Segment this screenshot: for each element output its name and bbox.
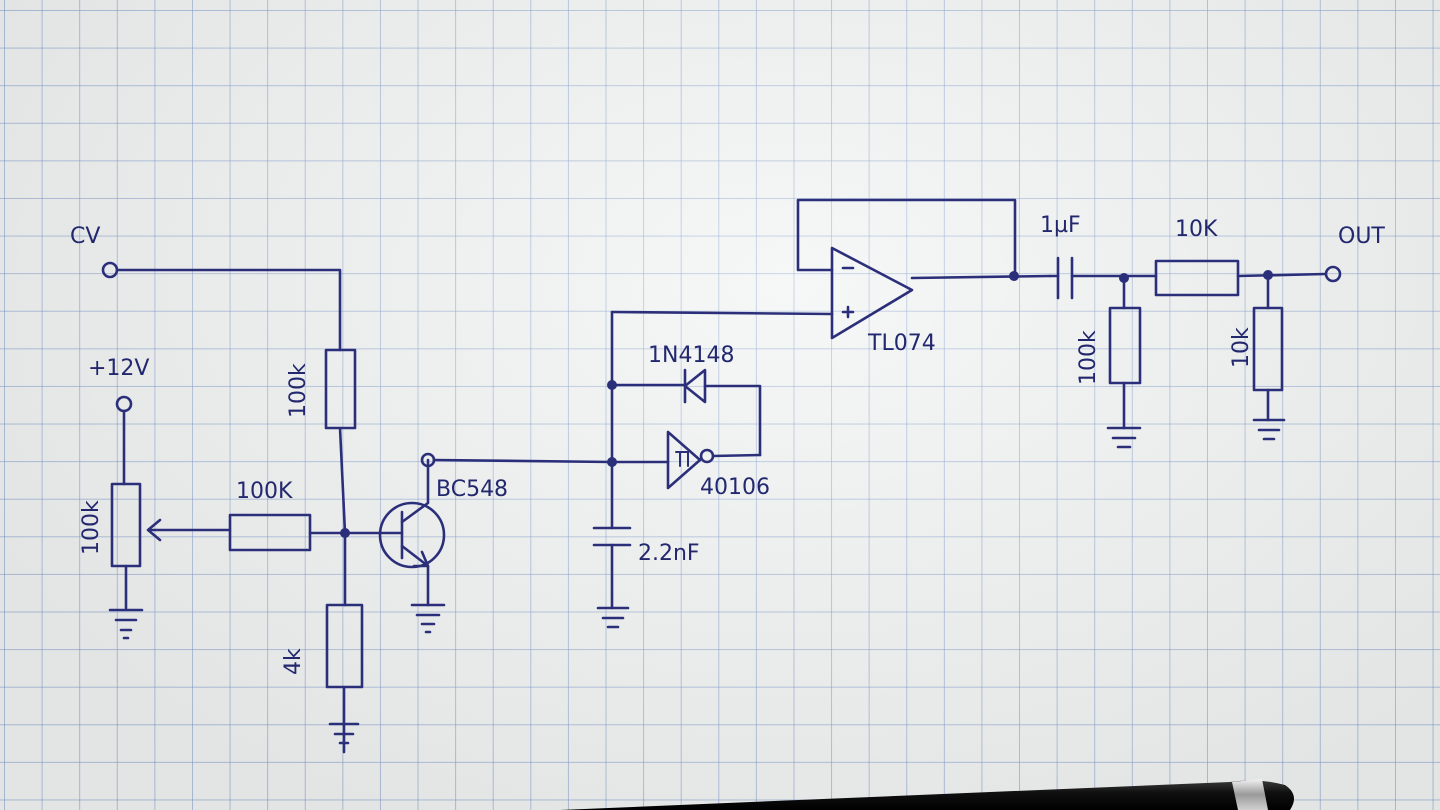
supply-label: +12V <box>88 356 149 381</box>
pot-value-label: 100k <box>79 500 104 555</box>
inverter-label: 40106 <box>700 475 770 500</box>
emitter-resistor-label: 4k <box>281 648 306 675</box>
bias-resistor <box>1106 276 1142 449</box>
transistor <box>378 458 446 634</box>
series-resistor-label: 10K <box>1175 217 1218 242</box>
diode-label: 1N4148 <box>648 343 734 368</box>
output-label: OUT <box>1338 224 1385 249</box>
emitter-resistor <box>325 531 364 754</box>
cv-label: CV <box>70 224 100 249</box>
series-resistor <box>1154 259 1327 297</box>
output-resistor <box>1252 273 1286 441</box>
bias-resistor-label: 100k <box>1076 330 1101 385</box>
diode <box>610 368 762 457</box>
opamp-output-junction <box>1009 271 1019 281</box>
opamp-input-wire <box>610 310 834 316</box>
opamp <box>796 198 1052 340</box>
cv-input <box>101 261 342 352</box>
potentiometer <box>108 482 232 640</box>
supply-terminal <box>115 395 133 486</box>
schmitt-inverter <box>610 430 762 490</box>
opamp-label: TL074 <box>867 331 936 356</box>
collector-wire <box>432 458 614 464</box>
collector-resistor-label: 100k <box>286 363 311 418</box>
output-resistor-label: 10k <box>1229 327 1254 368</box>
timing-cap-label: 2.2nF <box>638 541 700 566</box>
coupling-capacitor <box>1048 256 1158 300</box>
collector-resistor <box>324 348 357 535</box>
coupling-cap-label: 1µF <box>1040 213 1081 238</box>
transistor-label: BC548 <box>436 477 508 502</box>
timing-capacitor <box>592 526 632 629</box>
output-terminal <box>1324 265 1342 283</box>
base-resistor-label: 100K <box>236 479 293 504</box>
